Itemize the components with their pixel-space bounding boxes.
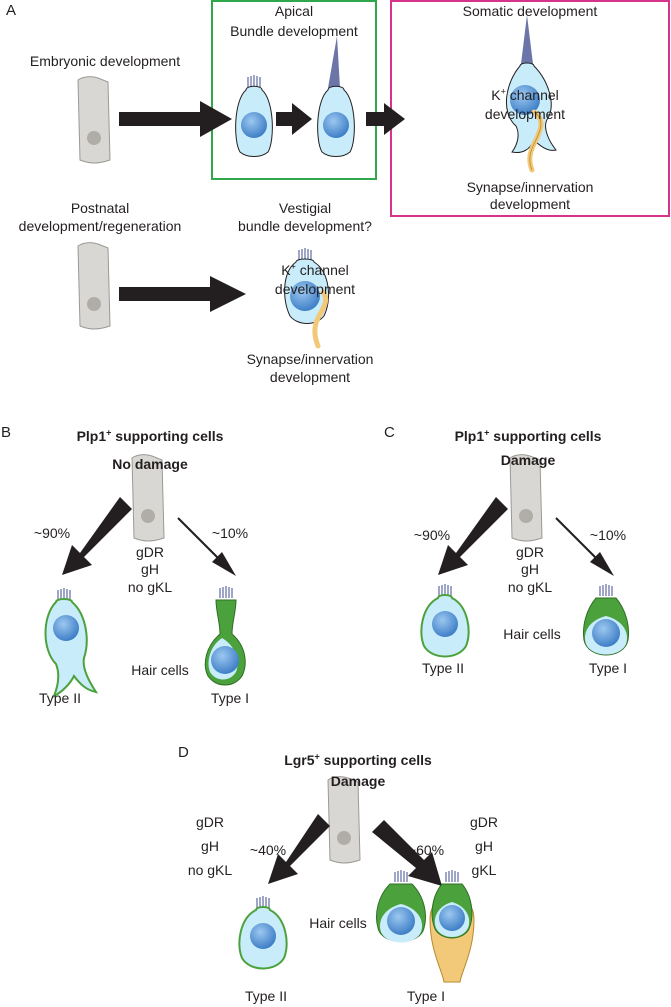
panel-c-type-left: Type II (421, 660, 465, 676)
panel-d-title-pre: Lgr5 (284, 752, 315, 768)
panel-c-condition: Damage (500, 452, 556, 468)
panel-b-diagram (44, 454, 246, 699)
k2-label: K+ channel (250, 262, 380, 279)
panel-c-title-pre: Plp1 (454, 428, 485, 444)
panel-c-marker-1: gDR (515, 544, 544, 560)
panel-b-pct-left: ~90% (33, 525, 71, 541)
k-channel-rest: channel (505, 87, 559, 103)
panel-c-title-sup: + (484, 427, 490, 438)
apical-box-subtitle: Bundle development (230, 23, 358, 39)
panel-b-type-left: Type II (38, 690, 82, 706)
panel-c-hair-cells: Hair cells (503, 626, 561, 642)
syn2-line1: Synapse/innervation (246, 351, 374, 367)
panel-b-condition: No damage (112, 456, 188, 472)
panel-d-left-marker-1: gDR (195, 814, 224, 830)
panel-c-pct-left: ~90% (413, 527, 451, 543)
panel-b-hair-cells: Hair cells (131, 662, 189, 678)
panel-c-type-right: Type I (588, 660, 628, 676)
apical-box-title: Apical (274, 3, 314, 19)
panel-b-title: Plp1+ supporting cells (60, 428, 240, 445)
panel-b-title-post: supporting cells (111, 428, 224, 444)
hair-cell-b-type1 (204, 585, 246, 686)
arrow-postnatal (119, 276, 246, 312)
postnatal-line1: Postnatal (70, 200, 130, 216)
panel-b-title-sup: + (106, 427, 112, 438)
panel-b-label: B (1, 424, 12, 441)
panel-c-marker-3: no gKL (507, 579, 553, 595)
apical-box (211, 0, 377, 180)
k-channel-label: K+ channel (460, 87, 590, 104)
somatic-title: Somatic development (462, 3, 598, 19)
hair-cell-b-type2 (44, 587, 99, 699)
hair-cell-vestigial (284, 247, 330, 349)
k2-k: K (281, 262, 291, 278)
panel-b-marker-2: gH (141, 561, 159, 577)
vestigial-line2: bundle development? (238, 218, 372, 234)
panel-c-title: Plp1+ supporting cells (438, 428, 618, 445)
hair-cell-apical-2 (317, 36, 355, 157)
hair-cell-d-type1-b (429, 869, 475, 983)
stem-cell-embryonic (77, 76, 111, 164)
embryonic-label: Embryonic development (29, 53, 181, 69)
panel-c-diagram (420, 454, 629, 658)
panel-d-condition: Damage (330, 773, 386, 789)
arrow-d-left (268, 814, 330, 884)
panel-b-pct-right: ~10% (211, 525, 249, 541)
k2-sup: + (290, 261, 296, 272)
panel-b-title-pre: Plp1 (76, 428, 107, 444)
k-channel-sup: + (500, 86, 506, 97)
synapse-line2: development (489, 196, 571, 212)
arrow-embryonic (119, 101, 232, 137)
k2-rest: channel (295, 262, 349, 278)
panel-d-type-left: Type II (244, 988, 288, 1004)
arrow-b-right-head (212, 552, 236, 576)
panel-d-title-post: supporting cells (319, 752, 432, 768)
panel-b-marker-3: no gKL (127, 579, 173, 595)
panel-b-marker-1: gDR (135, 544, 164, 560)
arrow-apical-mid (276, 103, 312, 135)
panel-d-hair-cells: Hair cells (309, 915, 367, 931)
panel-c-label: C (384, 424, 395, 441)
arrow-c-left (438, 497, 508, 575)
hair-cell-apical-1 (235, 74, 273, 157)
panel-d-left-marker-2: gH (201, 838, 219, 854)
panel-d-right-marker-3: gKL (471, 862, 497, 878)
panel-d-type-right: Type I (406, 988, 446, 1004)
vestigial-line1: Vestigial (278, 200, 332, 216)
panel-d-pct-left: ~40% (249, 842, 287, 858)
panel-d-label: D (178, 744, 189, 761)
hair-cell-somatic (505, 15, 557, 173)
hair-cell-d-type2 (238, 895, 288, 970)
panel-d-diagram (238, 776, 475, 983)
postnatal-line2: development/regeneration (18, 218, 182, 234)
syn2-line2: development (269, 369, 351, 385)
k-channel-line2: development (484, 106, 566, 122)
panel-a-diagram (77, 0, 670, 349)
panel-d-right-marker-1: gDR (469, 814, 498, 830)
hair-cell-c-type1 (583, 583, 629, 656)
panel-a-label: A (6, 2, 17, 19)
panel-d-pct-right: ~60% (407, 842, 445, 858)
panel-c-marker-2: gH (521, 561, 539, 577)
panel-d-title: Lgr5+ supporting cells (268, 752, 448, 769)
hair-cell-d-type1-a (376, 869, 426, 943)
panel-d-title-sup: + (314, 751, 320, 762)
hair-cell-c-type2 (420, 583, 470, 658)
synapse-line1: Synapse/innervation (466, 179, 594, 195)
panel-d-right-marker-2: gH (475, 838, 493, 854)
arrow-d-right (372, 820, 442, 886)
arrow-to-somatic (366, 103, 405, 135)
panel-c-title-post: supporting cells (489, 428, 602, 444)
stem-cell-postnatal (77, 242, 111, 330)
k-channel-k: K (491, 87, 501, 103)
arrow-c-right-head (590, 552, 614, 576)
panel-c-pct-right: ~10% (589, 527, 627, 543)
k2-line2: development (274, 281, 356, 297)
arrow-b-left (62, 497, 132, 575)
panel-d-left-marker-3: no gKL (187, 862, 233, 878)
panel-b-type-right: Type I (210, 690, 250, 706)
